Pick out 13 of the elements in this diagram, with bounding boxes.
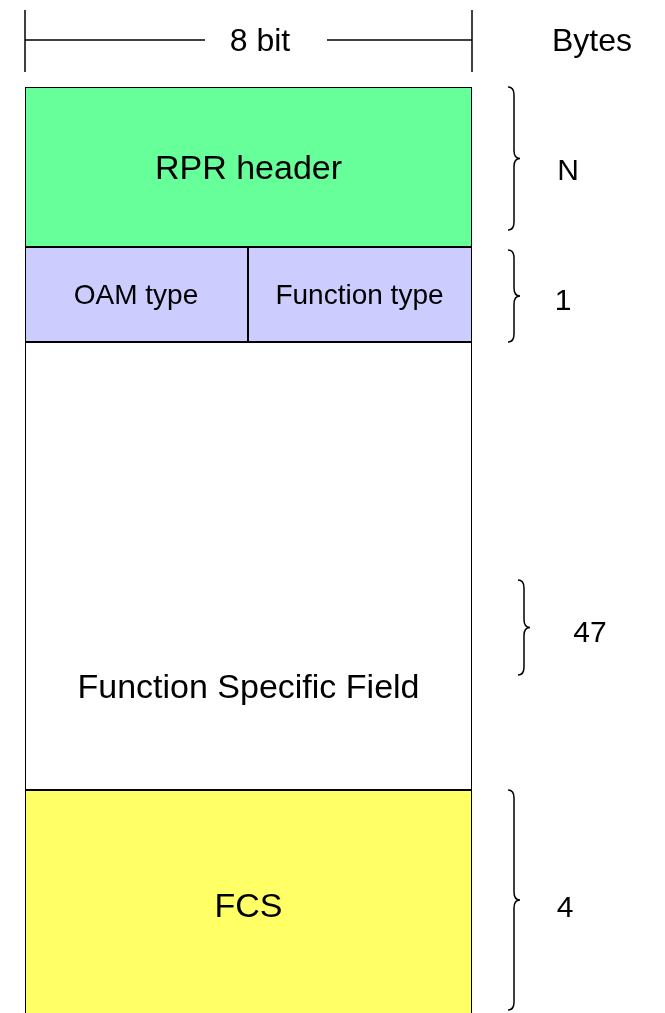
field-label: Function type (274, 277, 445, 312)
byte-count: N (557, 155, 579, 185)
field-box (25, 342, 472, 790)
byte-count: 4 (556, 892, 574, 922)
byte-count: 47 (573, 617, 607, 647)
field-box (25, 790, 472, 1013)
field-label: OAM type (72, 277, 200, 312)
field-box (25, 87, 472, 247)
field-label: RPR header (153, 146, 344, 188)
byte-count: 1 (554, 285, 572, 315)
field-label: FCS (213, 884, 284, 926)
field-label: Function Specific Field (76, 665, 421, 707)
column-heading: Bytes (552, 24, 632, 56)
